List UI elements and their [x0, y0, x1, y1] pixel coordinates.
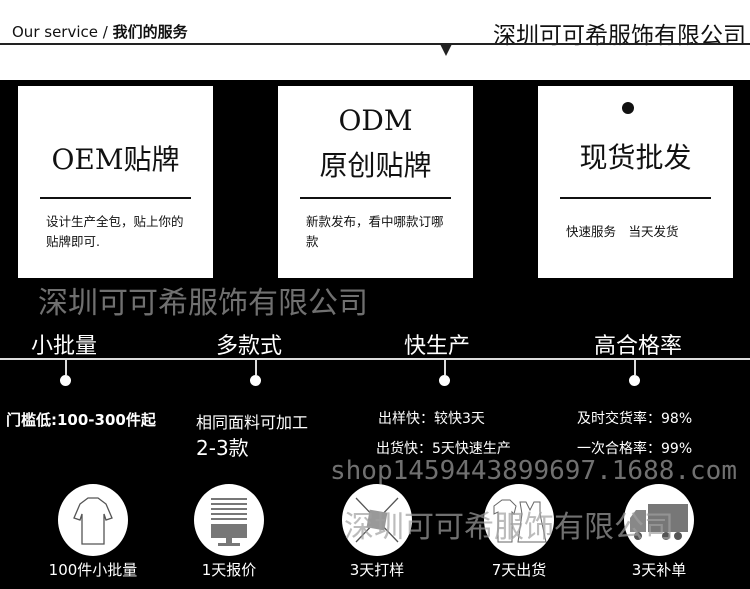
- card-title: 现货批发: [579, 141, 692, 174]
- feature-text: 出样快：较快3天: [378, 411, 485, 427]
- section-title-cn: 我们的服务: [112, 23, 188, 41]
- feature-text: 一次合格率：99%: [577, 441, 693, 457]
- pointer-triangle: [440, 44, 452, 56]
- header: Our service / 我们的服务 深圳可可希服饰有限公司: [0, 0, 750, 80]
- service-card-odm: ODM 原创贴牌 新款发布，看中哪款订哪款: [278, 86, 473, 278]
- feature-text: 及时交货率：98%: [577, 411, 693, 427]
- icon-caption: 1天报价: [201, 561, 257, 579]
- dot-icon: [622, 102, 634, 114]
- timeline-pin: [444, 359, 446, 375]
- polo-shirt-icon: [58, 484, 128, 556]
- header-divider: [0, 43, 750, 45]
- card-divider: [300, 197, 451, 199]
- icon-caption: 100件小批量: [48, 561, 138, 579]
- section-title-en: Our service /: [12, 23, 108, 41]
- card-title: 原创贴牌: [319, 149, 432, 182]
- feature-heading: 高合格率: [594, 334, 683, 359]
- timeline-pin: [255, 359, 257, 375]
- service-card-oem: OEM贴牌 设计生产全包，贴上你的贴牌即可.: [18, 86, 213, 278]
- watermark-company: 深圳可可希服饰有限公司: [38, 286, 368, 321]
- timeline-pin: [634, 359, 636, 375]
- timeline-dot: [629, 375, 640, 386]
- feature-text: 相同面料可加工: [196, 413, 309, 432]
- feature-text: 2-3款: [196, 436, 249, 460]
- card-divider: [560, 197, 711, 199]
- timeline-dot: [439, 375, 450, 386]
- yarn-knitting-icon: [342, 484, 412, 556]
- feature-heading: 快生产: [404, 334, 471, 359]
- icon-caption: 7天出货: [491, 561, 547, 579]
- feature-heading: 多款式: [216, 334, 283, 359]
- timeline-dot: [60, 375, 71, 386]
- card-description: 设计生产全包，贴上你的贴牌即可.: [46, 214, 184, 249]
- feature-text: 门槛低:100-300件起: [6, 411, 156, 429]
- card-title: OEM贴牌: [51, 143, 180, 176]
- icon-caption: 3天打样: [349, 561, 405, 579]
- truck-icon: [624, 484, 694, 556]
- card-title-top: ODM: [338, 104, 413, 137]
- watermark-shop-url: shop1459443899697.1688.com: [330, 456, 737, 486]
- timeline-pin: [65, 359, 67, 375]
- clothes-icon: [484, 484, 554, 556]
- timeline-line: [0, 358, 750, 360]
- section-title: Our service / 我们的服务: [12, 21, 188, 42]
- feature-text: 出货快：5天快速生产: [376, 441, 511, 457]
- icon-caption: 3天补单: [631, 561, 687, 579]
- timeline-dot: [250, 375, 261, 386]
- card-description: 新款发布，看中哪款订哪款: [306, 214, 444, 249]
- computer-icon: [194, 484, 264, 556]
- card-divider: [40, 197, 191, 199]
- card-description: 快速服务 当天发货: [566, 224, 679, 239]
- service-card-wholesale: 现货批发 快速服务 当天发货: [538, 86, 733, 278]
- feature-heading: 小批量: [31, 334, 98, 359]
